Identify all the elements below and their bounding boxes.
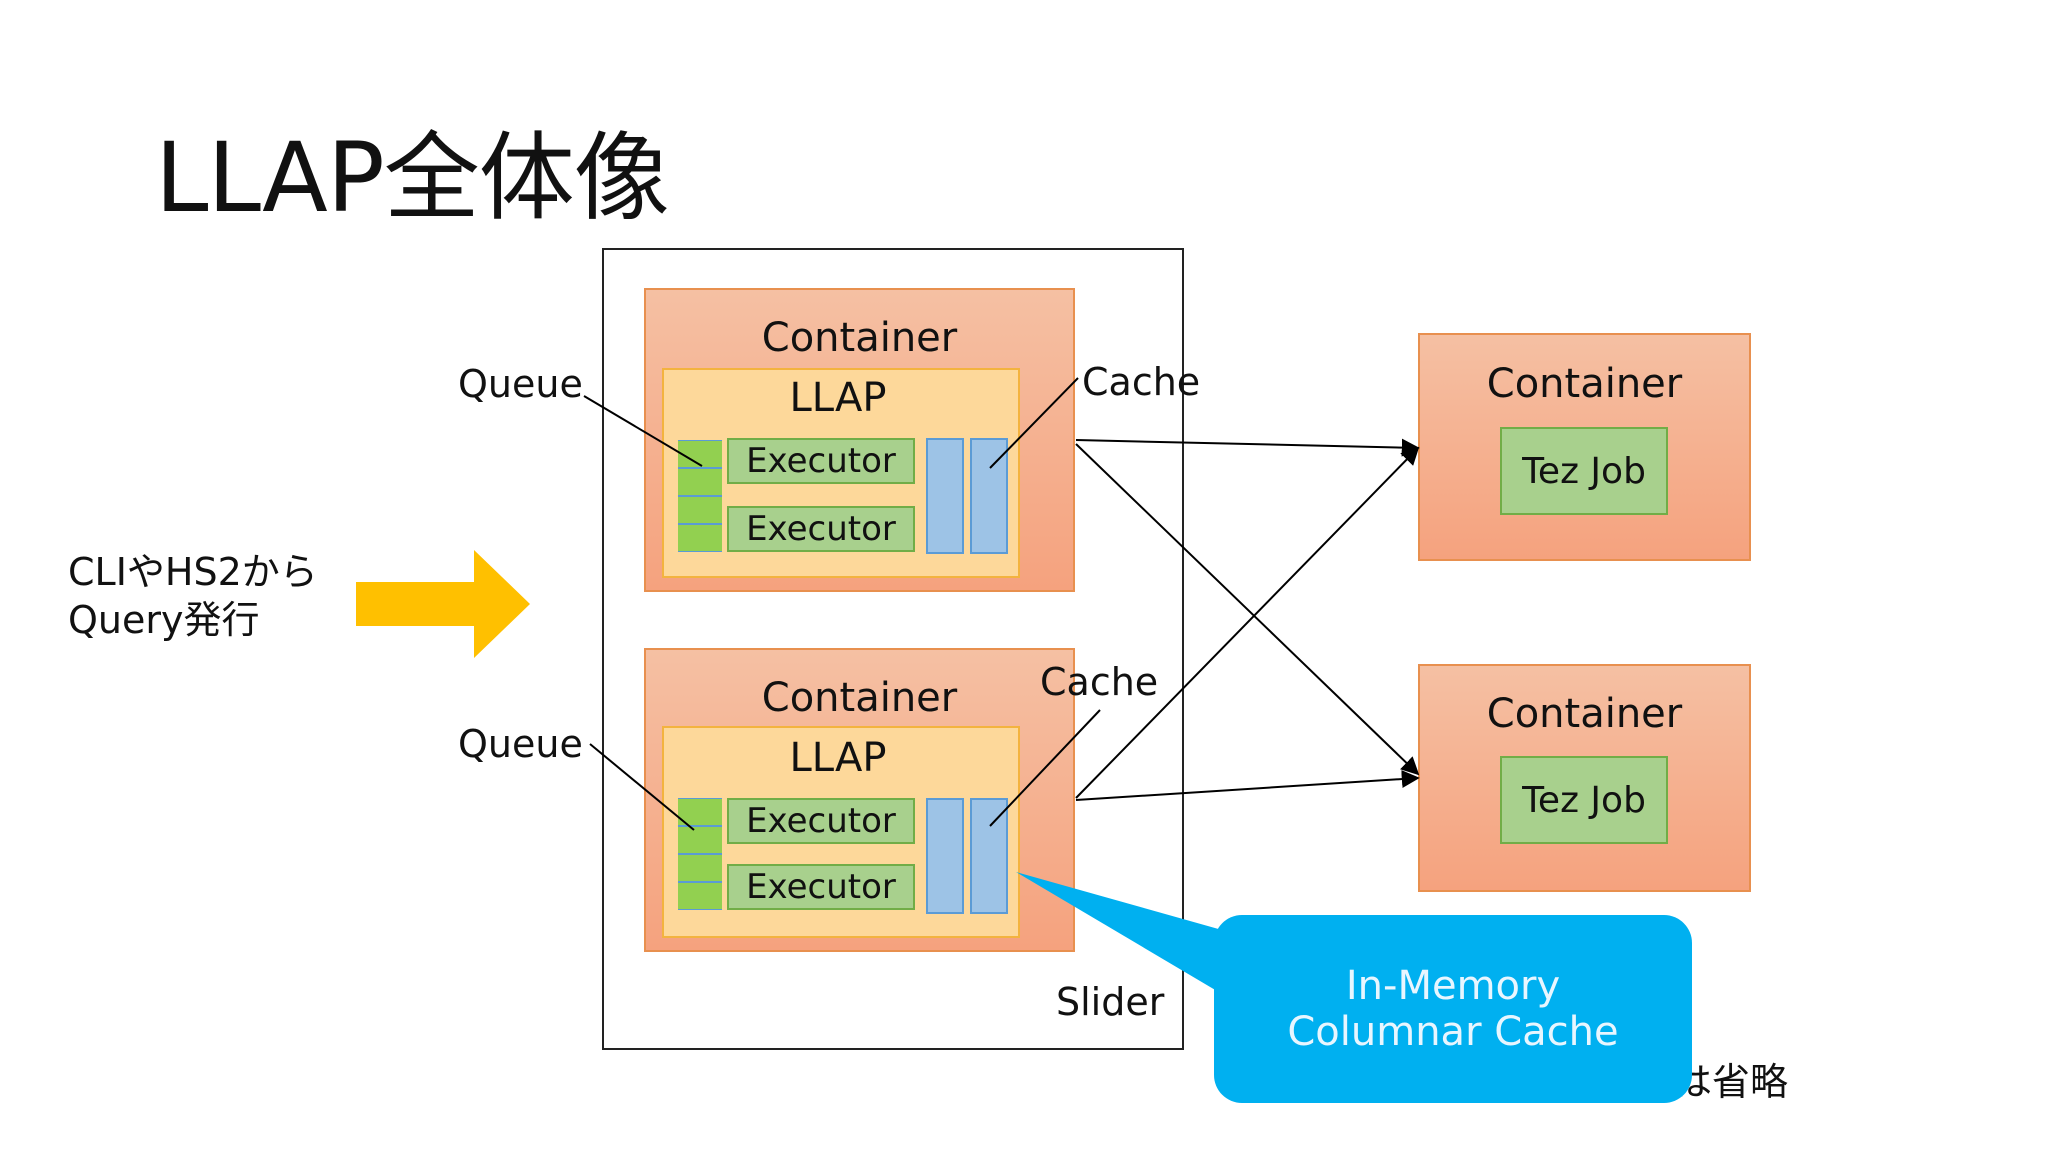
- container-label: Container: [761, 315, 958, 361]
- tez-container-2: [1418, 664, 1751, 892]
- queue-slot: [678, 798, 722, 826]
- queue-slot: [678, 826, 722, 854]
- query-flow-arrow: [356, 550, 530, 658]
- in-memory-cache-callout: In-Memory Columnar Cache: [1214, 915, 1692, 1103]
- source-text-line-1: CLIやHS2から: [68, 550, 318, 594]
- queue-slot: [678, 882, 722, 910]
- executor: Executor: [727, 798, 915, 844]
- slide-title: LLAP全体像: [155, 122, 670, 234]
- slider-label: Slider: [1056, 980, 1165, 1024]
- callout-line-2: Columnar Cache: [1287, 1009, 1619, 1055]
- cache-column: [970, 798, 1008, 914]
- cache-column: [926, 438, 964, 554]
- link-arrow: [1075, 770, 1420, 801]
- queue-label: Queue: [458, 362, 583, 406]
- cache-pointer: [989, 709, 1101, 827]
- executor: Executor: [727, 506, 915, 552]
- request-queue: [678, 440, 722, 552]
- queue-slot: [678, 854, 722, 882]
- queue-slot: [678, 524, 722, 552]
- callout-line-1: In-Memory: [1345, 963, 1561, 1009]
- link-arrow: [1075, 443, 1420, 776]
- queue-label: Queue: [458, 722, 583, 766]
- queue-slot: [678, 496, 722, 524]
- executor: Executor: [727, 438, 915, 484]
- llap-label: LLAP: [789, 735, 887, 781]
- executor: Executor: [727, 864, 915, 910]
- tez-job: Tez Job: [1500, 756, 1668, 844]
- cache-pointer: [989, 377, 1079, 469]
- cache-label: Cache: [1040, 660, 1159, 704]
- queue-slot: [678, 440, 722, 468]
- callout-tail: [1016, 872, 1222, 994]
- queue-pointer: [583, 395, 703, 467]
- container-label: Container: [761, 675, 958, 721]
- queue-pointer: [589, 743, 695, 831]
- llap-label: LLAP: [789, 375, 887, 421]
- link-arrow: [1075, 438, 1420, 457]
- container-label: Container: [1486, 361, 1683, 407]
- container-label: Container: [1486, 691, 1683, 737]
- cache-label: Cache: [1082, 360, 1201, 404]
- request-queue: [678, 798, 722, 910]
- source-text-line-2: Query発行: [68, 598, 260, 642]
- link-arrow: [1075, 446, 1420, 799]
- tez-job: Tez Job: [1500, 427, 1668, 515]
- footnote-fragment: は省略: [1674, 1060, 1789, 1104]
- queue-slot: [678, 468, 722, 496]
- cache-column: [926, 798, 964, 914]
